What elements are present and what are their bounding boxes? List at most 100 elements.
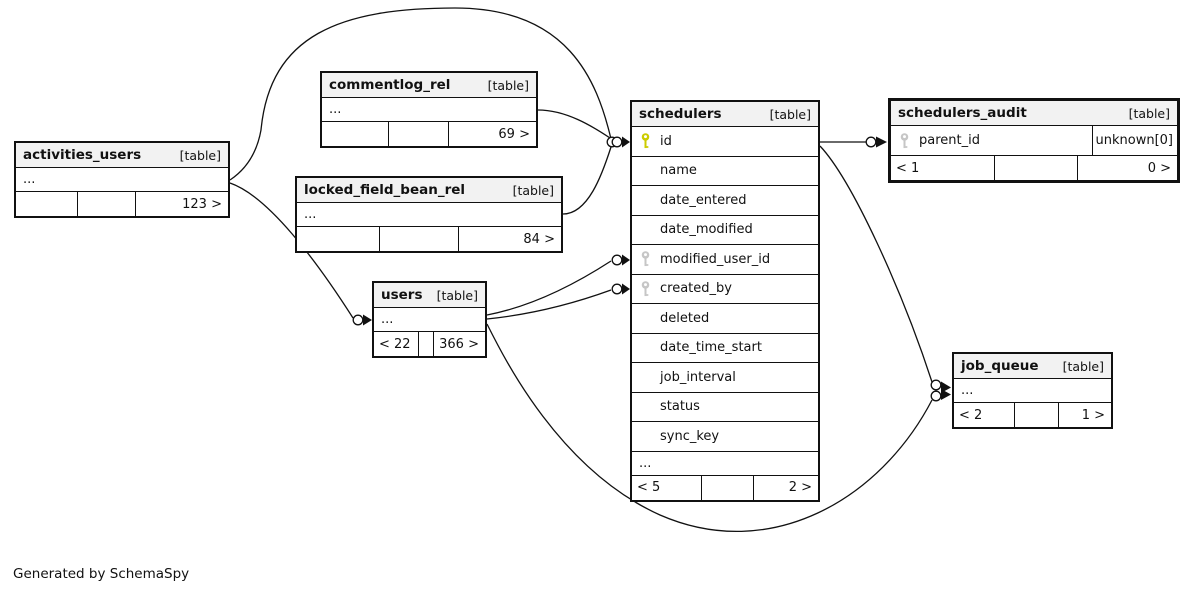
edge-commentlog-rel-to-schedulers <box>537 109 611 139</box>
column-name: date_modified <box>660 222 753 238</box>
column-name: date_time_start <box>660 340 762 356</box>
footer-cell <box>322 122 388 146</box>
footer-cell: 0 > <box>1076 156 1177 180</box>
connector-circle <box>352 314 364 326</box>
footer-cell: < 2 <box>959 407 983 423</box>
column-name: parent_id <box>919 133 980 148</box>
footer-cell <box>16 192 77 216</box>
table-name: schedulers <box>639 106 722 122</box>
column-row-created-by: created_by <box>632 274 818 304</box>
table-footer: < 2 1 > <box>954 403 1111 427</box>
footer-cell: 1 > <box>1057 403 1111 427</box>
column-row-status: status <box>632 392 818 422</box>
table-name: users <box>381 287 423 303</box>
edge-locked-field-bean-rel-to-schedulers <box>562 146 612 215</box>
foreign-key-icon <box>640 251 651 268</box>
connector-arrow <box>622 254 630 266</box>
table-node-commentlog-rel[interactable]: commentlog_rel [table] ... 69 > <box>320 71 538 148</box>
table-badge: [table] <box>487 77 529 93</box>
table-header: job_queue [table] <box>954 354 1111 379</box>
edge-users-to-job-queue <box>486 323 933 532</box>
ellipsis-row: ... <box>16 168 228 192</box>
table-header: locked_field_bean_rel [table] <box>297 178 561 203</box>
table-node-locked-field-bean-rel[interactable]: locked_field_bean_rel [table] ... 84 > <box>295 176 563 253</box>
column-name: name <box>660 163 697 179</box>
table-footer: 84 > <box>297 227 561 251</box>
ellipsis-row: ... <box>297 203 561 227</box>
table-node-job-queue[interactable]: job_queue [table] ... < 2 1 > <box>952 352 1113 429</box>
footer-cell: < 22 <box>379 336 411 352</box>
ellipsis-row: ... <box>954 379 1111 403</box>
connector-arrow <box>622 136 630 148</box>
footer-cell: 84 > <box>458 227 561 251</box>
table-node-users[interactable]: users [table] ... < 22 366 > <box>372 281 487 358</box>
footer-cell <box>700 475 753 500</box>
table-name: job_queue <box>961 358 1039 374</box>
foreign-key-icon <box>899 132 910 149</box>
column-row-date-time-start: date_time_start <box>632 333 818 363</box>
connector-circle <box>611 283 623 295</box>
table-name: schedulers_audit <box>898 105 1027 121</box>
ellipsis-row: ... <box>374 308 485 332</box>
footer-cell: 69 > <box>448 122 536 146</box>
footer-cell <box>297 227 379 251</box>
edge-users-to-schedulers-created-by <box>486 289 612 320</box>
primary-key-icon <box>640 133 651 150</box>
table-footer: < 5 2 > <box>632 475 818 500</box>
table-node-schedulers-audit[interactable]: schedulers_audit [table] parent_id unkno… <box>888 98 1180 183</box>
connector-arrow <box>941 381 951 393</box>
footer-cell: 2 > <box>752 475 818 500</box>
column-row-modified-user-id: modified_user_id <box>632 245 818 275</box>
table-header: activities_users [table] <box>16 143 228 168</box>
edge-activities-users-to-schedulers <box>229 7 612 181</box>
footer-cell <box>388 122 448 146</box>
connector-circle <box>930 390 942 402</box>
footer-cell: 123 > <box>134 192 228 216</box>
ellipsis-text: ... <box>961 383 974 398</box>
table-header: schedulers [table] <box>632 102 818 127</box>
table-header: schedulers_audit [table] <box>891 101 1177 126</box>
column-row-date-modified: date_modified <box>632 215 818 245</box>
footer-cell <box>418 332 432 356</box>
column-name: status <box>660 399 700 415</box>
table-badge: [table] <box>512 182 554 198</box>
column-name: date_entered <box>660 192 747 208</box>
column-name: job_interval <box>660 369 736 385</box>
ellipsis-row: ... <box>632 451 818 476</box>
table-footer: < 1 0 > <box>891 156 1177 180</box>
table-badge: [table] <box>179 147 221 163</box>
column-row-sync-key: sync_key <box>632 422 818 452</box>
table-badge: [table] <box>769 106 811 122</box>
ellipsis-text: ... <box>304 207 317 222</box>
column-row-deleted: deleted <box>632 304 818 334</box>
connector-circle <box>611 136 623 148</box>
footer-cell <box>993 156 1077 180</box>
column-name: created_by <box>660 281 732 297</box>
table-node-activities-users[interactable]: activities_users [table] ... 123 > <box>14 141 230 218</box>
table-name: activities_users <box>23 147 142 163</box>
column-name: sync_key <box>660 428 720 444</box>
column-name: deleted <box>660 310 710 326</box>
footer-cell <box>378 227 458 251</box>
column-name: modified_user_id <box>660 251 771 267</box>
column-name: id <box>660 133 672 149</box>
table-node-schedulers[interactable]: schedulers [table] id name date_entered … <box>630 100 820 502</box>
table-header: commentlog_rel [table] <box>322 73 536 98</box>
footer-cell: < 5 <box>637 480 661 495</box>
ellipsis-row: ... <box>322 98 536 122</box>
column-type: unknown[0] <box>1091 126 1177 155</box>
table-name: locked_field_bean_rel <box>304 182 466 198</box>
footer-cell: 366 > <box>432 332 485 356</box>
column-row-id: id <box>632 127 818 157</box>
connector-circle <box>930 379 942 391</box>
column-row-parent-id: parent_id unknown[0] <box>891 126 1177 156</box>
foreign-key-icon <box>640 280 651 297</box>
table-footer: < 22 366 > <box>374 332 485 356</box>
ellipsis-text: ... <box>329 102 342 117</box>
connector-circle <box>865 136 877 148</box>
table-badge: [table] <box>436 287 478 303</box>
column-row-job-interval: job_interval <box>632 363 818 393</box>
table-footer: 69 > <box>322 122 536 146</box>
